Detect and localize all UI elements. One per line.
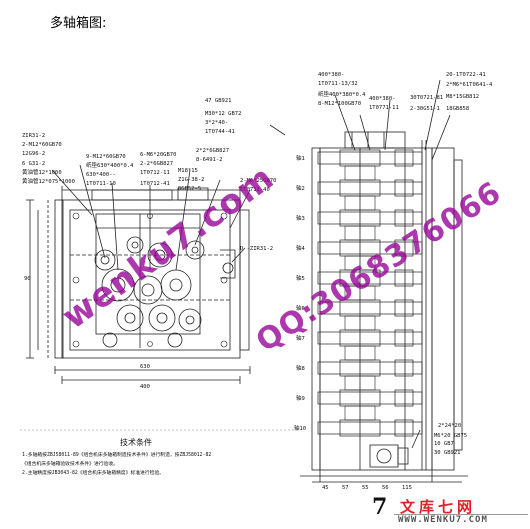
page-heading: 多轴箱图: bbox=[50, 16, 107, 31]
tech-line3: 2.主轴精度按JB3043-82《组合机床多轴箱精度》标准进行检验。 bbox=[22, 469, 164, 476]
label-m18: M18*15 bbox=[178, 168, 198, 174]
spindle-5: 轴5 bbox=[296, 274, 305, 282]
footer-divider bbox=[394, 514, 528, 515]
spindle-4: 轴4 bbox=[296, 244, 306, 252]
label-8: 8-6491-2 bbox=[196, 157, 223, 163]
dim-45: 45 bbox=[322, 485, 329, 491]
label-400a: 400*380- bbox=[318, 72, 345, 78]
label-3x2: 3*2*40- bbox=[205, 120, 228, 126]
footer-site-name: 文库七网 bbox=[400, 498, 477, 516]
label-18gb: 18GB858 bbox=[446, 106, 469, 112]
tech-line1: 1.多轴箱按ZBJ58011-89《组合机床多轴箱制造技术条件》进行制造，按ZB… bbox=[22, 451, 211, 458]
label-630: 630*400-- bbox=[86, 172, 116, 178]
label-z1g: Z1G-38-2 bbox=[178, 177, 205, 183]
label-30t: 30T0721-81 bbox=[410, 95, 443, 101]
label-9m12: 9-M12*60GB70 bbox=[86, 154, 126, 160]
label-1t0744: 1T0744-41 bbox=[205, 129, 235, 135]
label-1t0711-13: 1T0711-13/32 bbox=[318, 81, 358, 87]
label-oil2: 黄油管12*075*1000 bbox=[22, 177, 75, 185]
dim-400: 400 bbox=[140, 384, 150, 390]
label-m6: M6*20 GB75 bbox=[434, 433, 467, 439]
label-2-30g: 2-30G51-1 bbox=[410, 106, 440, 112]
footer-logo[interactable]: 7 文库七网 WWW.WENKU7.COM bbox=[350, 492, 530, 529]
label-m12: 2-M12*60GB70 bbox=[22, 142, 62, 148]
label-10: 10 GB7 bbox=[434, 441, 454, 447]
label-dzir: D -ZIR31-2 bbox=[240, 246, 273, 252]
dim-56: 56 bbox=[382, 485, 389, 491]
label-m8: M8*15GB812 bbox=[446, 94, 479, 100]
label-2m6b: 2-M6*25GB70 bbox=[240, 178, 276, 184]
label-oil1: 黄油管12*1000 bbox=[22, 168, 62, 176]
label-1t0712-11: 1T0712-11 bbox=[140, 170, 170, 176]
spindle-1: 轴1 bbox=[296, 154, 305, 162]
spindle-6: 轴6 bbox=[296, 304, 305, 312]
label-gasket: 纸垫400*380*0.4 bbox=[318, 90, 366, 98]
dim-55: 55 bbox=[362, 485, 369, 491]
spindle-9: 轴9 bbox=[296, 394, 305, 402]
spindle-8: 轴8 bbox=[296, 364, 305, 372]
label-30: 30 GB921 bbox=[434, 450, 461, 456]
label-1t0771: 1T0771-11 bbox=[369, 105, 399, 111]
gear-train bbox=[94, 236, 205, 348]
tech-line2: 《组合机床多轴箱验收技术条件》进行验收。 bbox=[22, 460, 118, 467]
label-8m12: 8-M12*100GB70 bbox=[318, 101, 361, 107]
label-400b: 400*380- bbox=[369, 96, 396, 102]
label-12g96: 12G96-2 bbox=[22, 151, 45, 157]
dim-90: 90 bbox=[24, 276, 31, 282]
spindle-3: 轴3 bbox=[296, 214, 305, 222]
label-2m6c: 2*M6*61T0641-4 bbox=[446, 82, 493, 88]
label-2x2: 2*2*6GB827 bbox=[196, 148, 229, 154]
label-6g31: 6 G31-2 bbox=[22, 161, 45, 167]
label-1t0711-10: 1T0711-10 bbox=[86, 181, 116, 187]
label-2x24: 2*24*20 bbox=[438, 423, 461, 429]
spindle-2: 轴2 bbox=[296, 184, 305, 192]
label-m30: M30*12 GB72 bbox=[205, 111, 241, 117]
label-2m6: 2-2*6GB827 bbox=[140, 161, 173, 167]
spindle-7: 轴7 bbox=[296, 334, 305, 342]
label-box: 纸垫630*400*0.4 bbox=[86, 161, 134, 169]
label-8gb: 8GB52-5 bbox=[178, 186, 201, 192]
footer-logo-mark: 7 bbox=[372, 494, 388, 520]
dim-115: 115 bbox=[402, 485, 412, 491]
label-1t0712-41: 1T0712-41 bbox=[140, 181, 170, 187]
label-zir: ZIR31-2 bbox=[22, 133, 45, 139]
label-20: 20-1T0722-41 bbox=[446, 72, 486, 78]
dim-57: 57 bbox=[342, 485, 349, 491]
dim-630: 630 bbox=[140, 364, 150, 370]
label-47: 47 GB921 bbox=[205, 98, 232, 104]
label-1t0711b: 1T0711-40 bbox=[240, 187, 270, 193]
tech-title: 技术条件 bbox=[120, 437, 152, 447]
label-6m6: 6-M6*20GB70 bbox=[140, 152, 176, 158]
footer-url: WWW.WENKU7.COM bbox=[398, 515, 488, 525]
spindle-10: 轴10 bbox=[294, 424, 306, 432]
